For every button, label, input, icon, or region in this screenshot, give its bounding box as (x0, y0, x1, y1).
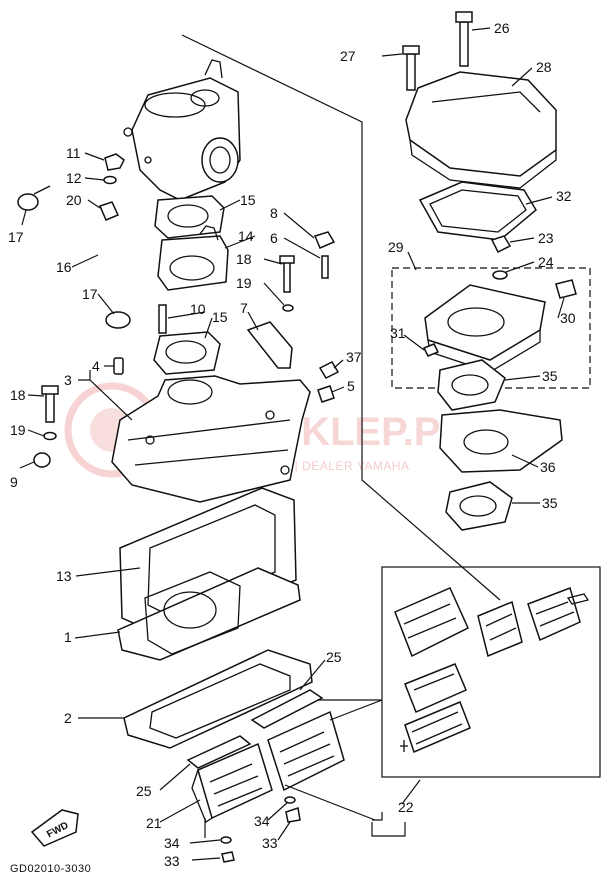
gasket-15-lower (153, 331, 221, 375)
gasket-36 (439, 409, 563, 473)
label-31: 31 (390, 325, 406, 341)
fwd-arrow-icon: FWD (30, 809, 79, 847)
gasket-15-upper (154, 195, 225, 239)
gasket-32 (418, 181, 537, 241)
label-1: 1 (64, 629, 72, 645)
label-21: 21 (146, 815, 162, 831)
label-18-mid: 18 (236, 251, 252, 267)
label-4: 4 (92, 358, 100, 374)
label-19-mid: 19 (236, 275, 252, 291)
label-18-left: 18 (10, 387, 26, 403)
label-25-left: 25 (136, 783, 152, 799)
label-19-left: 19 (10, 422, 26, 438)
gasket-35-top (437, 359, 506, 411)
label-15-upper: 15 (240, 192, 256, 208)
reed-assembly-21-left (191, 742, 273, 823)
drawing-code: GD02010-3030 (10, 863, 91, 875)
gasket-2 (123, 649, 313, 749)
label-10: 10 (190, 301, 206, 317)
label-25-right: 25 (326, 649, 342, 665)
clamp-17-bottom (105, 311, 131, 329)
label-3: 3 (64, 372, 72, 388)
reed-kit-22 (394, 587, 590, 754)
label-27: 27 (340, 48, 356, 64)
label-32: 32 (556, 188, 572, 204)
label-30: 30 (560, 310, 576, 326)
cover-28 (405, 71, 557, 189)
joint-14 (157, 225, 229, 291)
intake-manifold-3 (111, 375, 311, 503)
label-16: 16 (56, 259, 72, 275)
label-26: 26 (494, 20, 510, 36)
plate-29 (424, 284, 546, 373)
reed-valve-25-right (250, 689, 324, 729)
label-33-right: 33 (262, 835, 278, 851)
label-2: 2 (64, 710, 72, 726)
label-13: 13 (56, 568, 72, 584)
assembly-boundaries (181, 34, 601, 778)
label-9: 9 (10, 474, 18, 490)
label-37: 37 (346, 349, 362, 365)
hose-16 (41, 219, 123, 313)
label-34-right: 34 (254, 813, 270, 829)
label-15-lower: 15 (212, 309, 228, 325)
label-23: 23 (538, 230, 554, 246)
label-12: 12 (66, 170, 82, 186)
gasket-35-bottom (445, 481, 513, 531)
label-7: 7 (240, 300, 248, 316)
label-28: 28 (536, 59, 552, 75)
intake-body (123, 59, 241, 201)
label-17-top: 17 (8, 229, 24, 245)
reed-valve-25-left (186, 735, 252, 769)
part-labels: 1 2 3 4 5 6 7 8 9 10 11 12 13 14 15 15 1… (8, 20, 576, 869)
label-34-left: 34 (164, 835, 180, 851)
label-22: 22 (398, 799, 414, 815)
leader-lines (19, 27, 565, 861)
label-5: 5 (347, 378, 355, 394)
reed-housing-1 (117, 567, 301, 661)
gasket-13 (119, 487, 297, 636)
label-11: 11 (66, 145, 81, 161)
label-14: 14 (238, 228, 254, 244)
label-35-bottom: 35 (542, 495, 558, 511)
label-35-top: 35 (542, 368, 558, 384)
clamp-17-top (17, 185, 51, 211)
label-20: 20 (66, 192, 82, 208)
label-24: 24 (538, 254, 554, 270)
label-6: 6 (270, 230, 278, 246)
label-33-left: 33 (164, 853, 180, 869)
label-29: 29 (388, 239, 404, 255)
label-36: 36 (540, 459, 556, 475)
reed-assembly-21-right (267, 710, 345, 792)
label-8: 8 (270, 205, 278, 221)
label-17-bottom: 17 (82, 286, 98, 302)
